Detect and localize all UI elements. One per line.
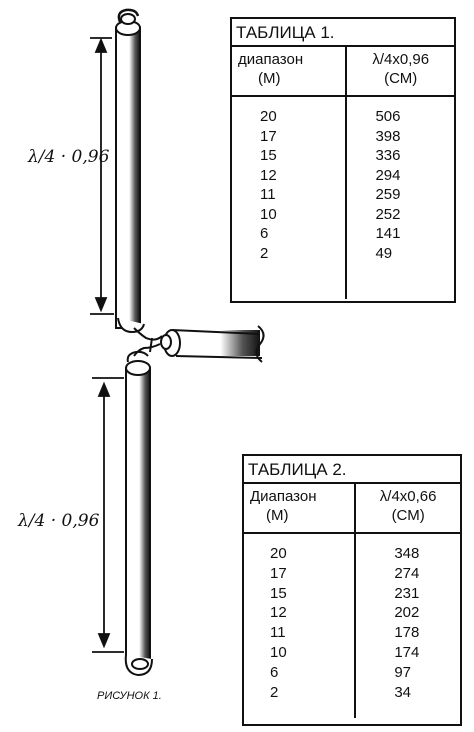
header-unit: (М) bbox=[258, 70, 281, 87]
range-cell: 6 bbox=[260, 225, 269, 242]
range-cell: 12 bbox=[260, 166, 277, 184]
table-1-header-range: диапазон (М) bbox=[232, 47, 348, 95]
length-cell: 231 bbox=[394, 584, 420, 602]
coaxial-feed-line bbox=[133, 325, 265, 363]
length-cell: 49 bbox=[375, 244, 393, 262]
range-cell: 17 bbox=[260, 127, 277, 145]
length-cell: 506 bbox=[375, 108, 401, 125]
range-cell: 6 bbox=[270, 663, 279, 681]
lower-dipole-element bbox=[124, 350, 153, 677]
table-1: ТАБЛИЦА 1. диапазон (М) λ/4x0,96 (СМ) 20… bbox=[230, 17, 456, 303]
header-unit: (СМ) bbox=[391, 507, 425, 524]
table-1-header-length: λ/4x0,96 (СМ) bbox=[347, 47, 454, 95]
table-1-title: ТАБЛИЦА 1. bbox=[232, 19, 454, 47]
header-unit: (М) bbox=[266, 507, 289, 524]
length-cell: 178 bbox=[394, 624, 420, 642]
lower-dimension-label: λ/4 · 0,96 bbox=[17, 511, 100, 531]
range-cell: 15 bbox=[260, 147, 277, 164]
upper-dipole-element bbox=[115, 8, 163, 341]
range-cell: 10 bbox=[260, 205, 277, 223]
range-cell: 11 bbox=[270, 624, 286, 642]
length-cell: 34 bbox=[394, 683, 411, 701]
length-cell: 259 bbox=[375, 186, 401, 203]
table-2-header: Диапазон (М) λ/4x0,66 (СМ) bbox=[244, 484, 460, 534]
length-cell: 348 bbox=[394, 545, 420, 562]
range-cell: 20 bbox=[260, 108, 277, 125]
figure-caption: РИСУНОК 1. bbox=[97, 690, 162, 702]
table-2-title: ТАБЛИЦА 2. bbox=[244, 456, 460, 484]
header-text: Диапазон bbox=[250, 488, 317, 505]
table-1-header: диапазон (М) λ/4x0,96 (СМ) bbox=[232, 47, 454, 97]
header-text: λ/4x0,96 bbox=[372, 51, 430, 68]
range-cell: 15 bbox=[270, 584, 287, 602]
range-cell: 17 bbox=[270, 564, 287, 582]
header-text: λ/4x0,66 bbox=[379, 488, 437, 505]
upper-dimension-label: λ/4 · 0,96 bbox=[27, 147, 110, 167]
table-1-range-column: 20 17 15 12 11 10 6 2 bbox=[232, 97, 348, 299]
length-cell: 97 bbox=[394, 663, 411, 681]
length-cell: 202 bbox=[394, 604, 420, 622]
table-2-header-length: λ/4x0,66 (СМ) bbox=[356, 484, 460, 532]
header-text: диапазон bbox=[238, 51, 304, 68]
length-cell: 274 bbox=[394, 564, 420, 582]
range-cell: 2 bbox=[270, 683, 279, 701]
range-cell: 12 bbox=[270, 604, 287, 622]
table-2: ТАБЛИЦА 2. Диапазон (М) λ/4x0,66 (СМ) 20… bbox=[242, 454, 462, 726]
length-cell: 336 bbox=[375, 147, 401, 164]
length-cell: 294 bbox=[375, 166, 401, 184]
header-unit: (СМ) bbox=[384, 70, 418, 87]
table-1-body: 20 17 15 12 11 10 6 2 506 398 336 294 259 252 141 49 bbox=[232, 97, 454, 299]
range-cell: 2 bbox=[260, 244, 269, 262]
upper-dimension-line bbox=[90, 37, 114, 315]
lower-dimension-line bbox=[92, 377, 124, 653]
table-1-length-column: 506 398 336 294 259 252 141 49 bbox=[347, 97, 454, 299]
length-cell: 252 bbox=[375, 205, 401, 223]
range-cell: 20 bbox=[270, 545, 287, 562]
range-cell: 11 bbox=[260, 186, 276, 203]
range-cell: 10 bbox=[270, 643, 287, 661]
table-2-header-range: Диапазон (М) bbox=[244, 484, 357, 532]
length-cell: 141 bbox=[375, 225, 401, 242]
length-cell: 174 bbox=[394, 643, 420, 661]
length-cell: 398 bbox=[375, 127, 401, 145]
